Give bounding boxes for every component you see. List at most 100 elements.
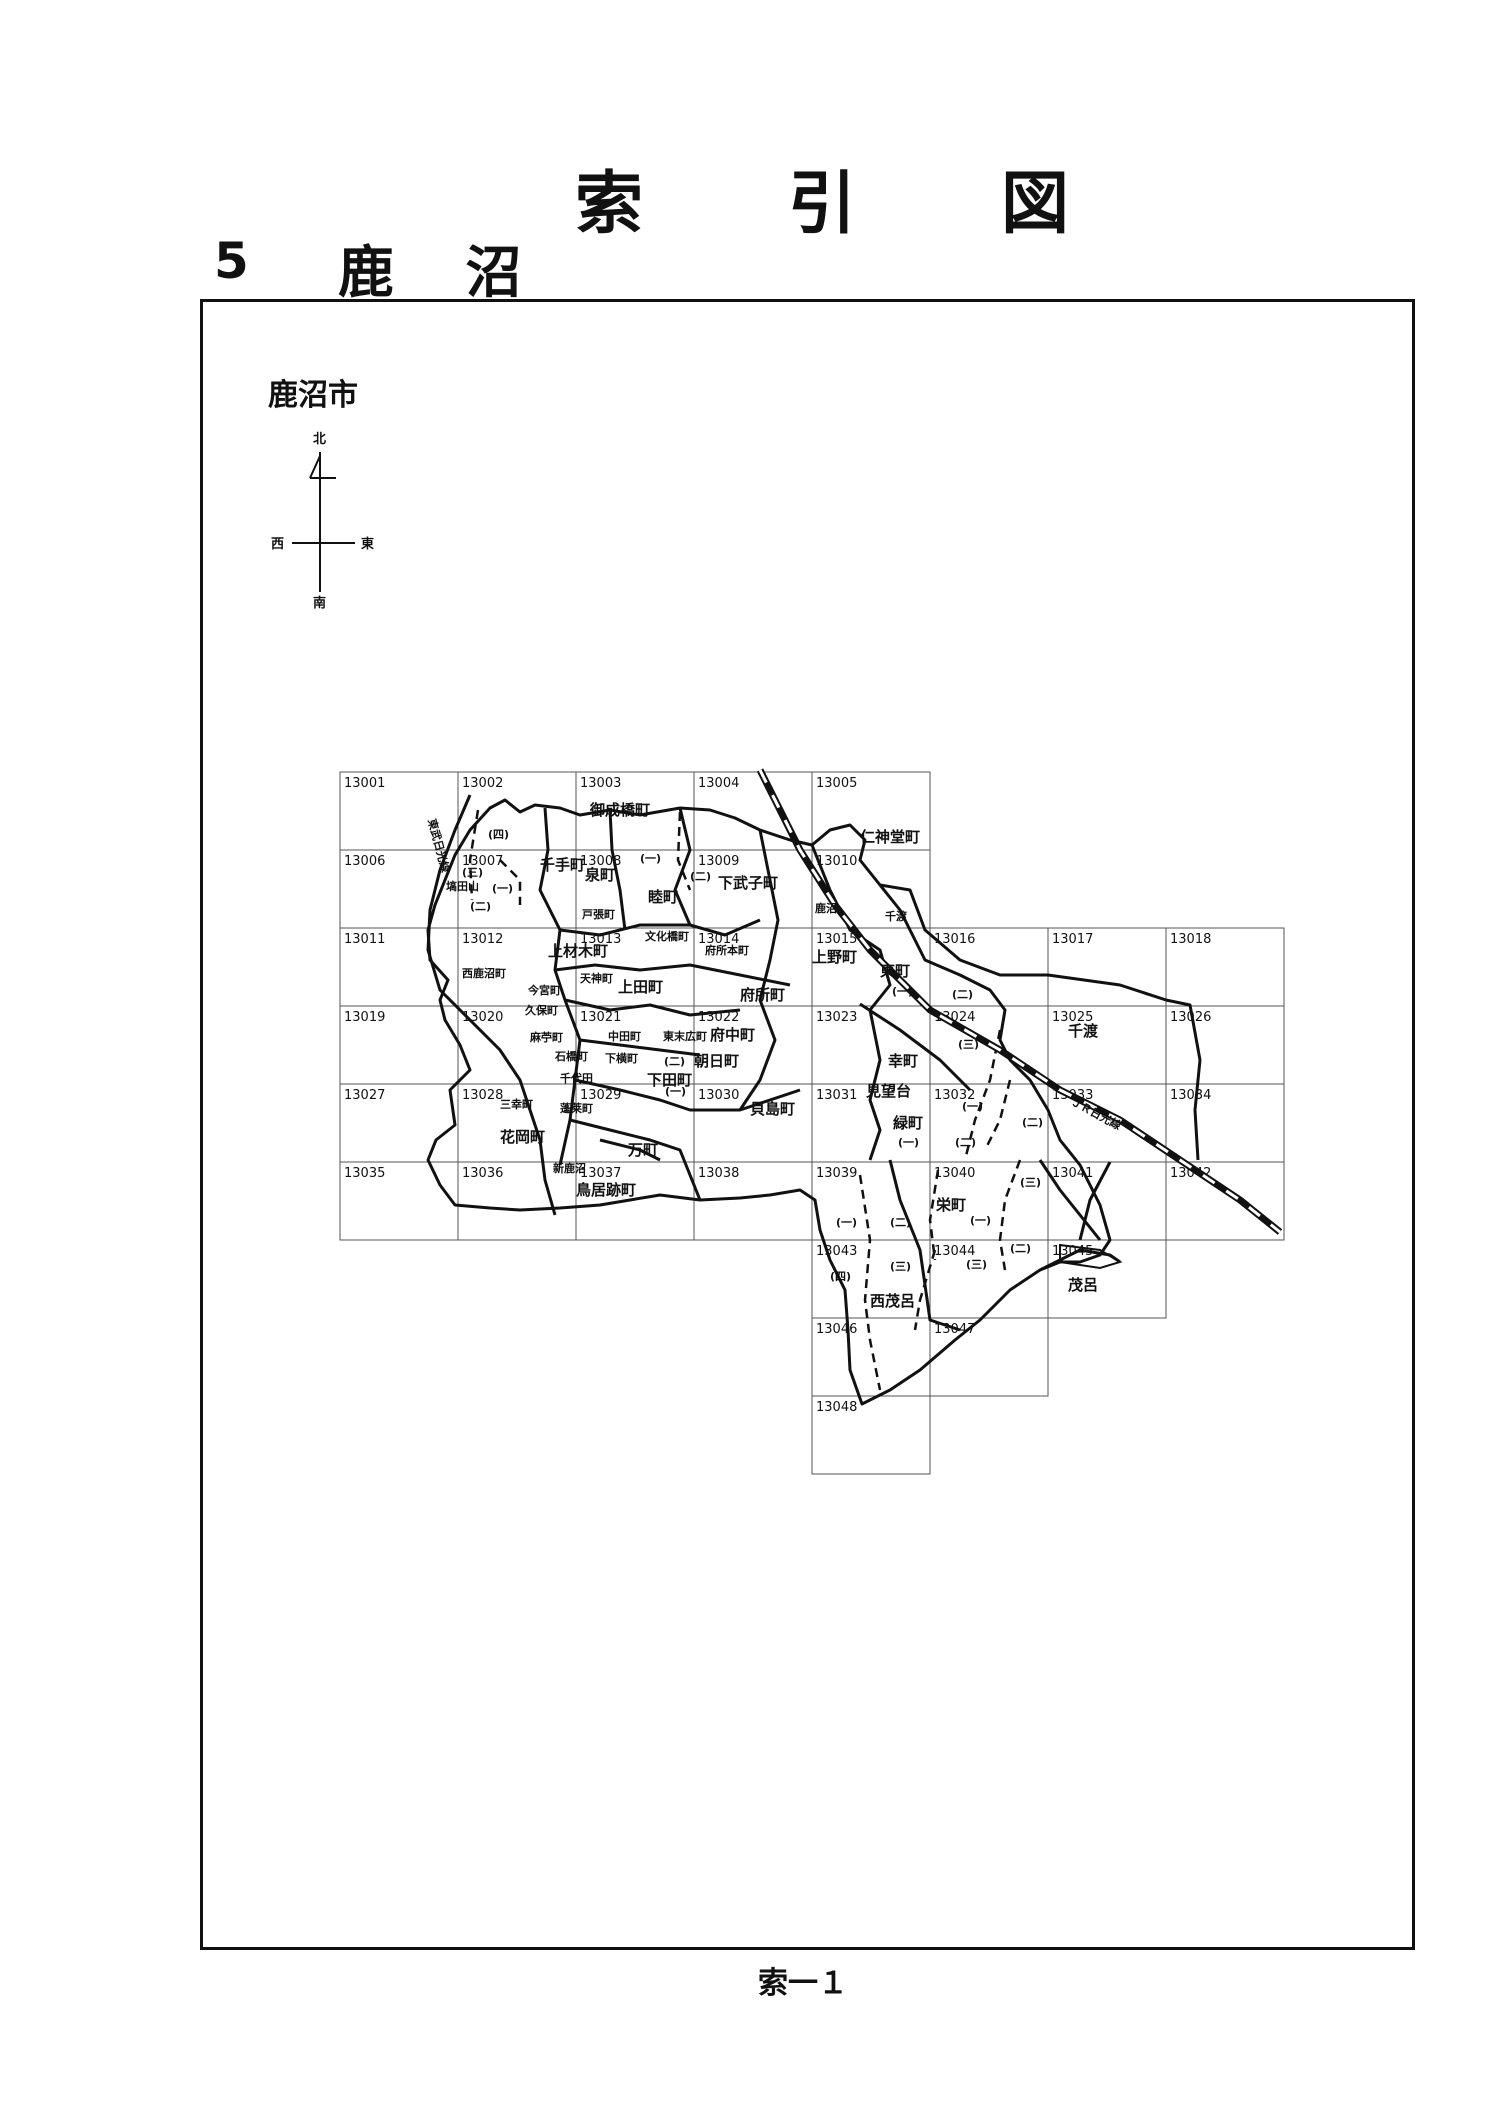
ward-label: (二) [664,1055,685,1068]
place-tobari: 戸張町 [582,908,615,921]
cell-label: 13013 [580,932,621,947]
cell-label: 13026 [1170,1010,1211,1025]
ward-label: (二) [890,1216,911,1229]
place-shimoyoko: 下横町 [605,1051,638,1065]
place-nishikanuma: 西鹿沼町 [462,966,506,980]
ward-label: (二) [955,1136,976,1149]
place-sanko: 三幸町 [500,1097,533,1111]
cell-label: 13005 [816,776,857,791]
place-fuchumoto: 府所本町 [705,943,749,957]
place-sakae: 栄町 [935,1196,966,1214]
ward-label: (三) [958,1038,979,1051]
cell-label: 13040 [934,1166,975,1181]
cell-label: 13001 [344,776,385,791]
compass-west: 西 [271,537,284,552]
ward-label: (一) [640,852,661,865]
place-kanuma-station: 鹿沼 [815,901,837,915]
cell-label: 13039 [816,1166,857,1181]
ward-label: (一) [970,1214,991,1227]
place-chiyoda: 千代田 [560,1071,593,1085]
cell-label: 13038 [698,1166,739,1181]
place-bunkabashi: 文化橋町 [645,929,689,943]
page-number: 索一１ [758,1966,848,2001]
ward-boundaries [468,809,1022,1391]
place-kamita: 上田町 [618,978,663,996]
cell-label: 13031 [816,1088,857,1103]
ward-label: (二) [470,900,491,913]
moro-loop [1059,1243,1123,1270]
ward-label: (一) [836,1216,857,1229]
cell-label: 13030 [698,1088,739,1103]
place-nishinjindo: 仁神堂町 [860,828,920,846]
cell-label: 13036 [462,1166,503,1181]
place-nakata: 中田町 [608,1029,641,1043]
cell-label: 13018 [1170,932,1211,947]
place-toriiato: 鳥居跡町 [576,1181,636,1199]
ward-label: (二) [952,988,973,1001]
place-tsukada: 塙田山 [446,879,479,893]
place-fuchu-cho: 府所町 [740,986,785,1004]
cell-label: 13012 [462,932,503,947]
page-title-char-3: 図 [1001,165,1070,244]
ward-label: (二) [1010,1242,1031,1255]
place-horai: 蓬莱町 [560,1101,593,1115]
cell-label: 13015 [816,932,857,947]
place-imamiya: 今宮町 [527,983,561,997]
place-man: 万町 [627,1141,658,1159]
ward-label: (四) [488,828,509,841]
cell-label: 13025 [1052,1010,1093,1025]
cell-label: 13017 [1052,932,1093,947]
page-title: 索引図 [575,148,1214,247]
cell-label: 13046 [816,1322,857,1337]
ward-label: (二) [1022,1116,1043,1129]
cell-label: 13028 [462,1088,503,1103]
ward-labels: (四) (三) (一) (二) (一) (二) (一) (二) (三) (二) … [462,828,1043,1283]
cell-label: 13003 [580,776,621,791]
ward-label: (一) [898,1136,919,1149]
place-tenjin: 天神町 [580,971,613,985]
place-izumi: 泉町 [584,866,615,884]
place-nishimoro: 西茂呂 [870,1292,915,1310]
place-jr-line: ＪＲ日光線 [1069,1094,1124,1132]
place-shimota: 下田町 [647,1071,692,1089]
cell-label: 13027 [344,1088,385,1103]
cell-label: 13007 [462,854,503,869]
ward-label: (三) [966,1258,987,1271]
ward-label: (一) [892,985,913,998]
place-mihoridai: 見望台 [865,1082,911,1100]
cell-label: 13021 [580,1010,621,1025]
place-chiwata: 千渡 [1068,1022,1099,1040]
ward-label: (四) [830,1270,851,1283]
map-frame [200,299,1415,1950]
place-chiwata-small: 千渡 [885,909,908,923]
place-saiwai: 幸町 [888,1052,918,1070]
cell-label: 13010 [816,854,857,869]
place-senju: 千手町 [540,856,585,874]
place-moro: 茂呂 [1068,1276,1098,1294]
cell-label: 13014 [698,932,739,947]
place-mutsumi: 睦町 [648,888,678,906]
ward-label: (一) [492,882,513,895]
place-midori: 緑町 [893,1114,923,1132]
place-fuchu: 府中町 [710,1026,755,1044]
place-kaijima: 貝島町 [750,1100,795,1118]
cell-label: 13019 [344,1010,385,1025]
place-asaba: 麻苧町 [529,1030,563,1044]
place-shimotakeshi: 下武子町 [718,874,778,892]
place-labels: 御成橋町 仁神堂町 千手町 泉町 睦町 下武子町 戸張町 文化橋町 上材木町 府… [425,801,1124,1310]
cell-label: 13029 [580,1088,621,1103]
cell-label: 13044 [934,1244,975,1259]
cell-label: 13035 [344,1166,385,1181]
ward-label: (一) [665,1085,686,1098]
section-name: 鹿 沼 [338,241,548,306]
place-shinkanuma: 新鹿沼 [553,1161,586,1175]
place-ishibashi: 石橋町 [554,1049,588,1063]
cell-label: 13006 [344,854,385,869]
cell-label: 13048 [816,1400,857,1415]
cell-label: 13002 [462,776,503,791]
place-higashisuehiro: 東末広町 [663,1029,707,1043]
compass-east: 東 [361,536,374,552]
place-onaribashi: 御成橋町 [589,801,650,819]
city-name: 鹿沼市 [268,378,358,413]
